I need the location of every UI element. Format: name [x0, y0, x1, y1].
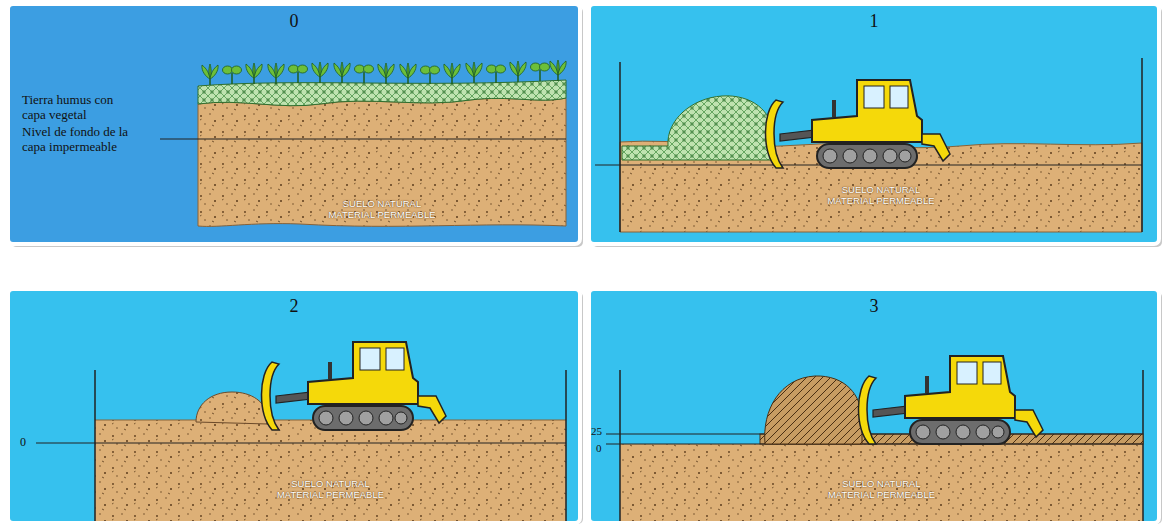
layer-label: Tierra humus con capa vegetal: [22, 92, 132, 122]
soil-body: [198, 98, 566, 226]
wall-line: [1141, 58, 1143, 232]
panel-ground: [589, 289, 1159, 523]
soil-label: SUELO NATURAL MATERIAL PERMEABLE: [270, 478, 392, 501]
plant: [289, 65, 308, 83]
material-pile: [765, 376, 862, 444]
panel-ground: [589, 4, 1159, 244]
soil-label: SUELO NATURAL MATERIAL PERMEABLE: [321, 198, 443, 221]
plant: [400, 63, 416, 84]
plant: [223, 66, 242, 84]
wall-line: [1142, 370, 1144, 521]
step-number: 0: [8, 12, 580, 32]
step-number: 1: [589, 12, 1159, 32]
step-panel: 2SUELO NATURAL MATERIAL PERMEABLE: [8, 289, 580, 523]
soil-layer: SUELO NATURAL MATERIAL PERMEABLE: [95, 420, 566, 521]
plant: [355, 65, 374, 83]
step-panel: 1SUELO NATURAL MATERIAL PERMEABLE: [589, 4, 1159, 244]
level-label: Nivel de fondo de la capa impermeable: [22, 124, 147, 154]
soil-body: [620, 444, 1143, 521]
soil-layer: SUELO NATURAL MATERIAL PERMEABLE: [620, 444, 1143, 521]
step-panel: 3SUELO NATURAL MATERIAL PERMEABLE: [589, 289, 1159, 523]
plant: [202, 64, 218, 85]
wall-line: [619, 62, 621, 232]
step-number: 2: [8, 297, 580, 317]
soil-label: SUELO NATURAL MATERIAL PERMEABLE: [820, 184, 942, 207]
wall-line: [619, 370, 621, 521]
level-number: 0: [596, 441, 602, 456]
plant: [531, 63, 550, 81]
plant: [487, 65, 506, 83]
plant: [246, 63, 262, 84]
wall-line: [94, 370, 96, 521]
level-line: [606, 434, 1143, 435]
vegetation: [202, 60, 566, 85]
bulldozer: [766, 80, 951, 168]
humus-layer: [198, 80, 566, 106]
level-number: 25: [591, 424, 602, 439]
plant: [268, 63, 284, 84]
soil-pile: [196, 392, 268, 424]
level-line: [160, 139, 566, 140]
plant: [378, 63, 394, 84]
wall-line: [565, 370, 567, 521]
plant: [421, 66, 440, 84]
soil-label: SUELO NATURAL MATERIAL PERMEABLE: [821, 478, 943, 501]
bulldozer: [859, 356, 1044, 444]
level-line: [36, 443, 566, 444]
bulldozer: [262, 342, 447, 430]
panel-ground: [8, 4, 580, 244]
soil-body: [95, 420, 566, 521]
plant: [334, 62, 350, 83]
panel-ground: [8, 289, 580, 523]
soil-layer: SUELO NATURAL MATERIAL PERMEABLE: [198, 100, 566, 226]
humus-pile: [622, 96, 772, 160]
soil-layer: SUELO NATURAL MATERIAL PERMEABLE: [620, 142, 1142, 232]
plant: [550, 60, 566, 81]
plant: [444, 63, 460, 84]
plant: [466, 62, 482, 83]
plant: [510, 61, 526, 82]
level-number: 0: [20, 435, 26, 450]
step-number: 3: [589, 297, 1159, 317]
plant: [312, 62, 328, 83]
